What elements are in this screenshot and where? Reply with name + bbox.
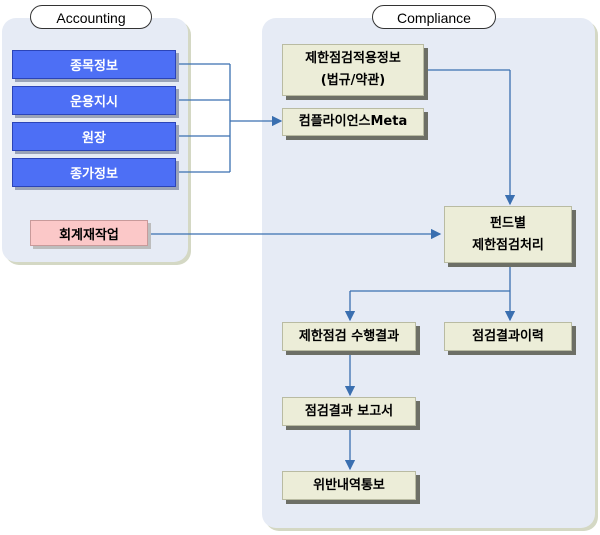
fund-check-line2: 제한점검처리 [472, 237, 544, 253]
rule-application-info-box: 제한점검적용정보 (법규/약관) [282, 44, 424, 96]
accounting-item-closing-price: 종가정보 [12, 158, 176, 187]
compliance-meta-box: 컴플라이언스Meta [282, 108, 424, 136]
check-history-box: 점검결과이력 [444, 322, 572, 351]
violation-notice-box: 위반내역통보 [282, 471, 416, 500]
rule-info-line2: (법규/약관) [320, 73, 386, 88]
accounting-title: Accounting [30, 5, 152, 29]
fund-check-processing-box: 펀드별 제한점검처리 [444, 206, 572, 263]
check-report-box: 점검결과 보고서 [282, 397, 416, 426]
check-result-box: 제한점검 수행결과 [282, 322, 416, 351]
accounting-item-stock-info: 종목정보 [12, 50, 176, 79]
accounting-rework-box: 회계재작업 [30, 220, 148, 246]
compliance-title: Compliance [372, 5, 496, 29]
accounting-item-operation-order: 운용지시 [12, 86, 176, 115]
accounting-item-ledger: 원장 [12, 122, 176, 151]
compliance-panel [262, 18, 595, 528]
rule-info-line1: 제한점검적용정보 [305, 51, 401, 66]
fund-check-line1: 펀드별 [490, 215, 526, 231]
